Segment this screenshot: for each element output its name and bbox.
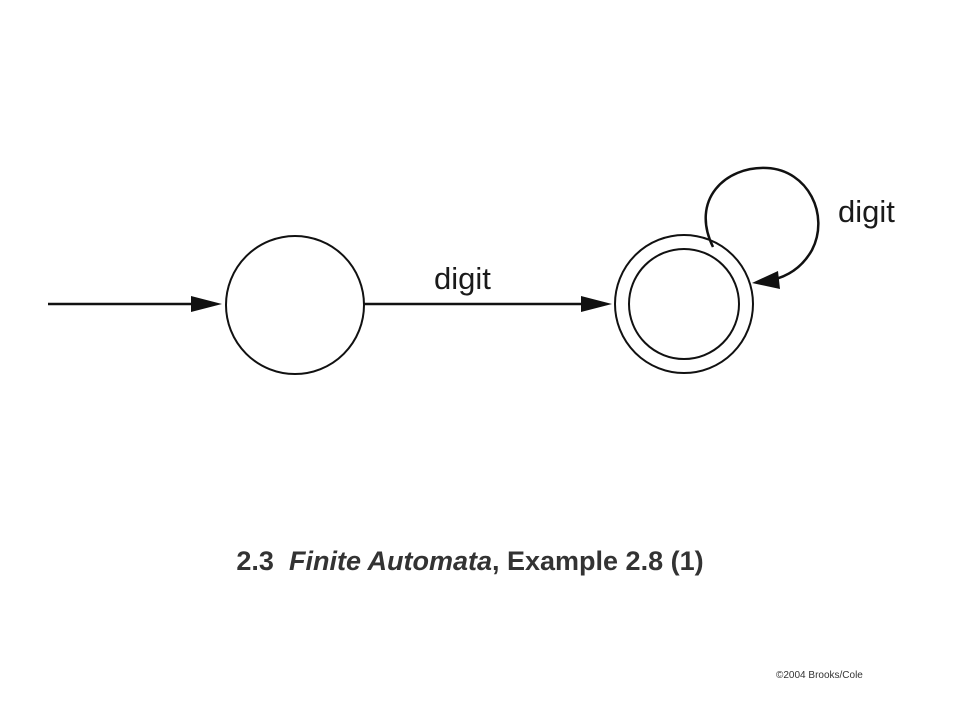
- start-arrowhead: [191, 296, 222, 312]
- self-loop-q1-arrowhead: [752, 271, 780, 289]
- slide-caption: 2.3 Finite Automata, Example 2.8 (1): [0, 546, 940, 577]
- state-q1-outer: [614, 234, 754, 374]
- caption-title: Finite Automata: [288, 546, 492, 576]
- state-q1-inner: [628, 248, 740, 360]
- state-q0: [225, 235, 365, 375]
- transition-q0-q1-label: digit: [434, 261, 491, 296]
- self-loop-q1-label: digit: [838, 194, 895, 229]
- transition-q0-q1-arrowhead: [581, 296, 612, 312]
- copyright-notice: ©2004 Brooks/Cole: [776, 670, 863, 681]
- self-loop-q1: [704, 166, 820, 282]
- caption-section: 2.3: [236, 546, 274, 576]
- caption-rest: , Example 2.8 (1): [491, 546, 704, 576]
